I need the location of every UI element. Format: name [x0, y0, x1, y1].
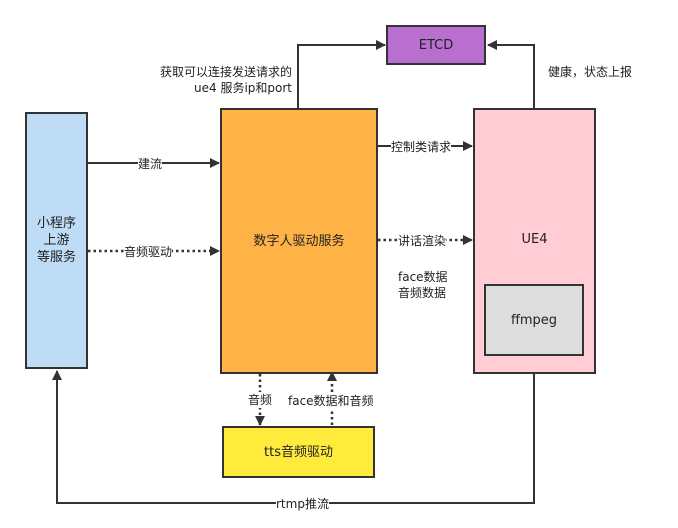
- edge-label-audio: 音频: [248, 392, 273, 408]
- edge-label-health: 健康，状态上报: [548, 64, 633, 80]
- miniprogram-label: 小程序 上游 等服务: [36, 216, 76, 265]
- edge-label-get-service: 获取可以连接发送请求的 ue4 服务ip和port: [159, 65, 292, 95]
- edge-label-audio-drive: 音频驱动: [124, 244, 173, 260]
- edge-label-rtmp: rtmp推流: [276, 496, 329, 512]
- driver-label: 数字人驱动服务: [253, 233, 345, 249]
- edge-ue4-to-etcd: [487, 40, 535, 108]
- tts-node: tts音频驱动: [222, 426, 375, 478]
- edge-driver-to-etcd: [297, 40, 386, 108]
- edge-label-speech-render: 讲话渲染: [398, 233, 447, 249]
- tts-label: tts音频驱动: [264, 444, 333, 460]
- edge-label-control-request: 控制类请求: [391, 139, 452, 155]
- ue4-label: UE4: [521, 232, 548, 247]
- edge-label-face-audio-data: face数据 音频数据: [398, 270, 448, 300]
- driver-node: 数字人驱动服务: [220, 108, 378, 374]
- miniprogram-node: 小程序 上游 等服务: [25, 112, 88, 369]
- etcd-label: ETCD: [418, 37, 454, 53]
- edge-label-face-and-audio: face数据和音频: [288, 393, 374, 409]
- ffmpeg-label: ffmpeg: [510, 312, 558, 328]
- etcd-node: ETCD: [386, 25, 486, 65]
- edge-label-build-stream: 建流: [138, 156, 163, 172]
- ffmpeg-node: ffmpeg: [484, 284, 584, 356]
